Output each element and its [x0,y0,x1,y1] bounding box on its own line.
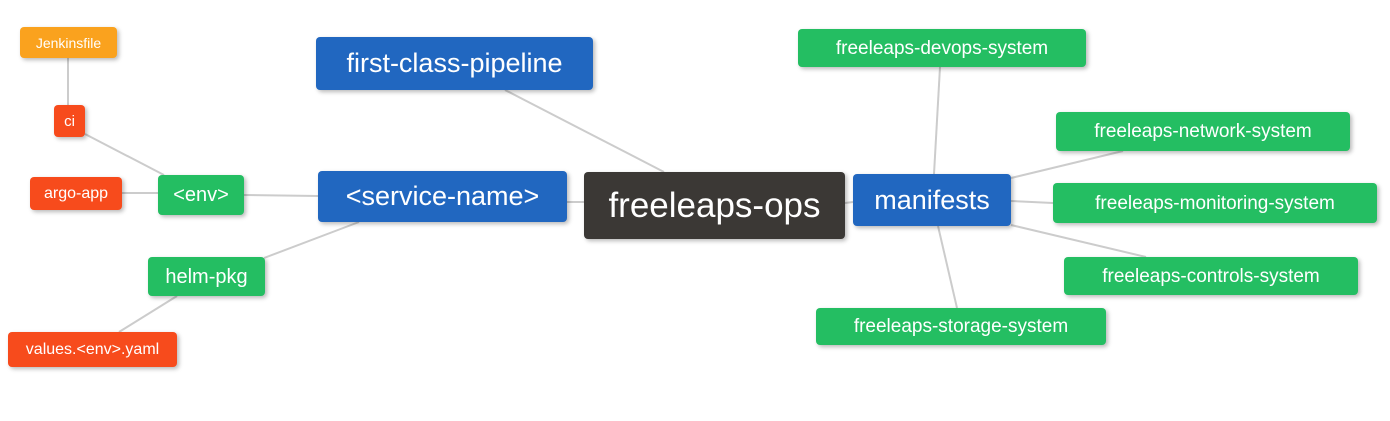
edge-first-class-pipeline-to-ops [504,89,665,173]
node-ci[interactable]: ci [54,105,85,137]
edge-service-name-to-helm-pkg [263,221,360,259]
node-freeleaps-controls-system[interactable]: freeleaps-controls-system [1064,257,1358,295]
edge-ci-to-env [84,133,165,176]
node-freeleaps-monitoring-system[interactable]: freeleaps-monitoring-system [1053,183,1377,223]
node-freeleaps-ops[interactable]: freeleaps-ops [584,172,845,239]
node-helm-pkg[interactable]: helm-pkg [148,257,265,296]
node-first-class-pipeline[interactable]: first-class-pipeline [316,37,593,90]
edge-manifests-to-network-system [1010,150,1124,179]
node-argo-app[interactable]: argo-app [30,177,122,210]
node-jenkinsfile[interactable]: Jenkinsfile [20,27,117,58]
node-service-name[interactable]: <service-name> [318,171,567,222]
edge-manifests-to-storage-system [937,225,958,309]
node-freeleaps-devops-system[interactable]: freeleaps-devops-system [798,29,1086,67]
edge-helm-pkg-to-values-env-yaml [118,295,178,333]
edge-manifests-to-monitoring-system [1010,200,1054,204]
edge-manifests-to-controls-system [1010,224,1147,258]
node-manifests[interactable]: manifests [853,174,1011,226]
node-freeleaps-network-system[interactable]: freeleaps-network-system [1056,112,1350,151]
node-freeleaps-storage-system[interactable]: freeleaps-storage-system [816,308,1106,345]
edge-manifests-to-devops-system [933,66,941,175]
node-env[interactable]: <env> [158,175,244,215]
edge-ops-to-manifests [844,201,854,204]
node-values-env-yaml[interactable]: values.<env>.yaml [8,332,177,367]
edge-env-to-service-name [243,194,319,197]
